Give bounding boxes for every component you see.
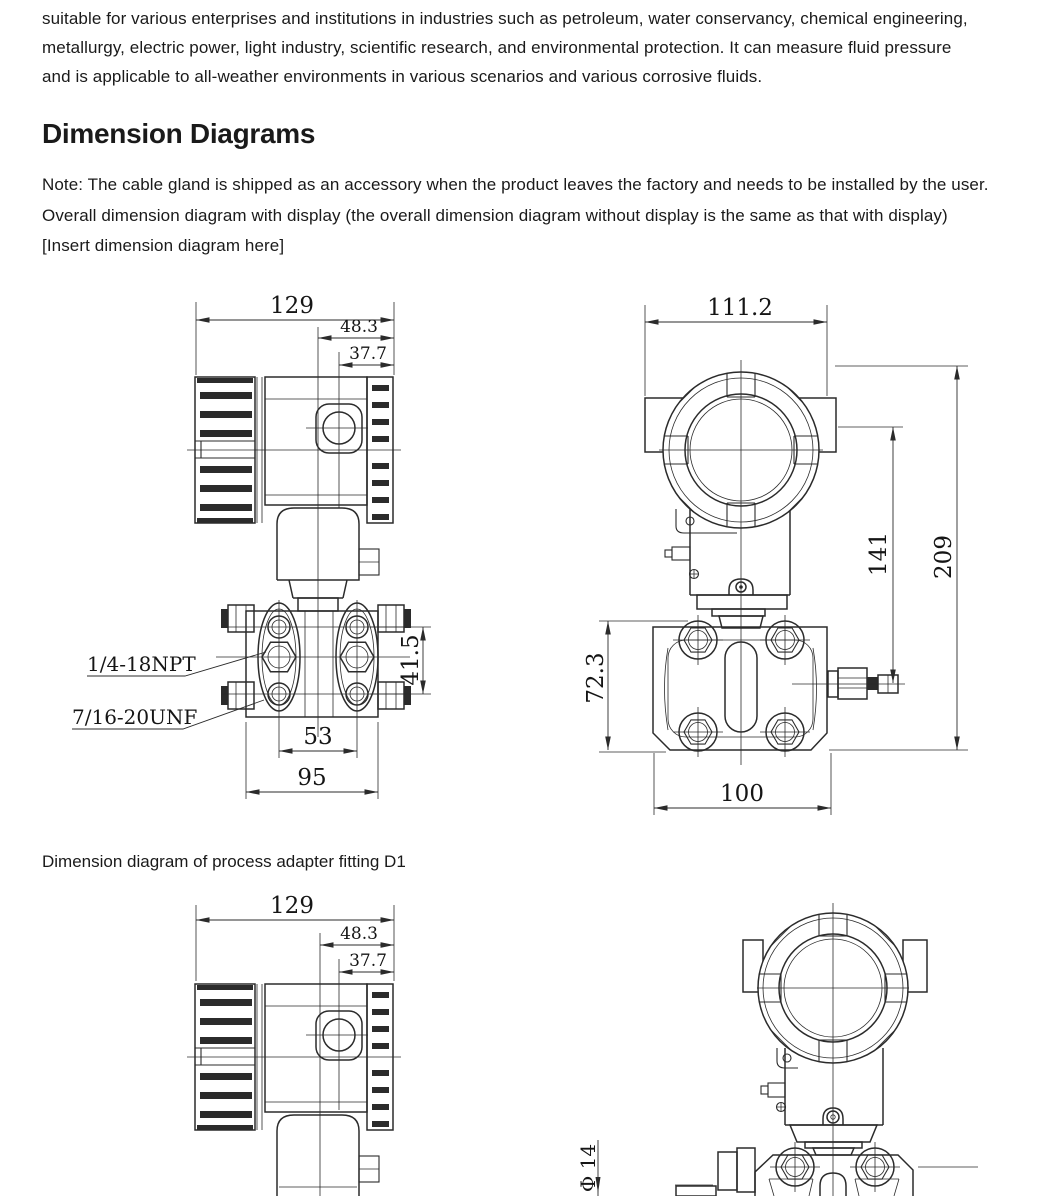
dim-adapter-overall-width: 129: [270, 893, 314, 919]
dim-flange-width: 95: [297, 765, 326, 791]
housing-cover-side-view: [659, 360, 823, 540]
figure-adapter-front-view: 129 48.3 37.7: [187, 893, 401, 1196]
dim-overall-height: 209: [931, 535, 957, 579]
dim-bolt-span-vertical: 41.5: [398, 634, 424, 685]
dim-height-to-valve: 141: [866, 532, 892, 576]
leader-arrow: [595, 1177, 601, 1193]
adapter-housing-cover: [757, 903, 909, 1196]
figure4-labels: Φ 14: [576, 1140, 601, 1196]
flange-side-view: [652, 615, 905, 757]
dim-bolt-span-horizontal: 53: [303, 724, 332, 750]
dim-display-offset: 37.7: [349, 344, 387, 364]
figure-adapter-side-view: Φ 14: [576, 903, 978, 1196]
dim-adapter-display-offset: 37.7: [349, 951, 387, 971]
dim-flange-height: 72.3: [583, 652, 609, 703]
adapter-flange-side: [675, 1142, 978, 1196]
adapter-side-body: [760, 1048, 884, 1156]
transmitter-side-body: [664, 505, 791, 765]
transmitter-front-view: [187, 376, 401, 612]
intro-paragraph-line-3: and is applicable to all-weather environ…: [42, 67, 763, 86]
figure3-dimensions: 129 48.3 37.7: [195, 893, 395, 1196]
figure2-dimensions: 111.2 209 141 72.3 100: [583, 295, 968, 815]
intro-paragraph-line-1: suitable for various enterprises and ins…: [42, 9, 968, 28]
adapter-caption: Dimension diagram of process adapter fit…: [42, 852, 406, 871]
figure-overall-front-view: 129 48.3 37.7 41.5 53 95 1/4-18NPT 7/16-…: [72, 293, 431, 799]
dim-conduit-offset: 48.3: [340, 317, 378, 337]
figure1-dimensions: 129 48.3 37.7 41.5 53 95 1/4-18NPT 7/16-…: [72, 293, 431, 799]
label-mounting-thread: 7/16-20UNF: [72, 705, 197, 729]
dim-adapter-conduit-offset: 48.3: [340, 924, 378, 944]
section-heading: Dimension Diagrams: [42, 118, 316, 149]
figure-overall-side-view: 111.2 209 141 72.3 100: [583, 295, 968, 815]
intro-paragraph-line-2: metallurgy, electric power, light indust…: [42, 38, 952, 57]
note-line-2: Overall dimension diagram with display (…: [42, 206, 948, 225]
label-adapter-diameter: Φ 14: [576, 1144, 600, 1192]
dim-housing-width: 111.2: [707, 295, 773, 321]
dim-flange-width-side: 100: [720, 781, 764, 807]
note-line-3: [Insert dimension diagram here]: [42, 236, 285, 255]
coplanar-flange-front: [216, 600, 411, 758]
dim-overall-width: 129: [270, 293, 314, 319]
label-process-thread: 1/4-18NPT: [87, 652, 196, 676]
adapter-transmitter-front: [187, 983, 401, 1196]
note-line-1: Note: The cable gland is shipped as an a…: [42, 175, 989, 194]
